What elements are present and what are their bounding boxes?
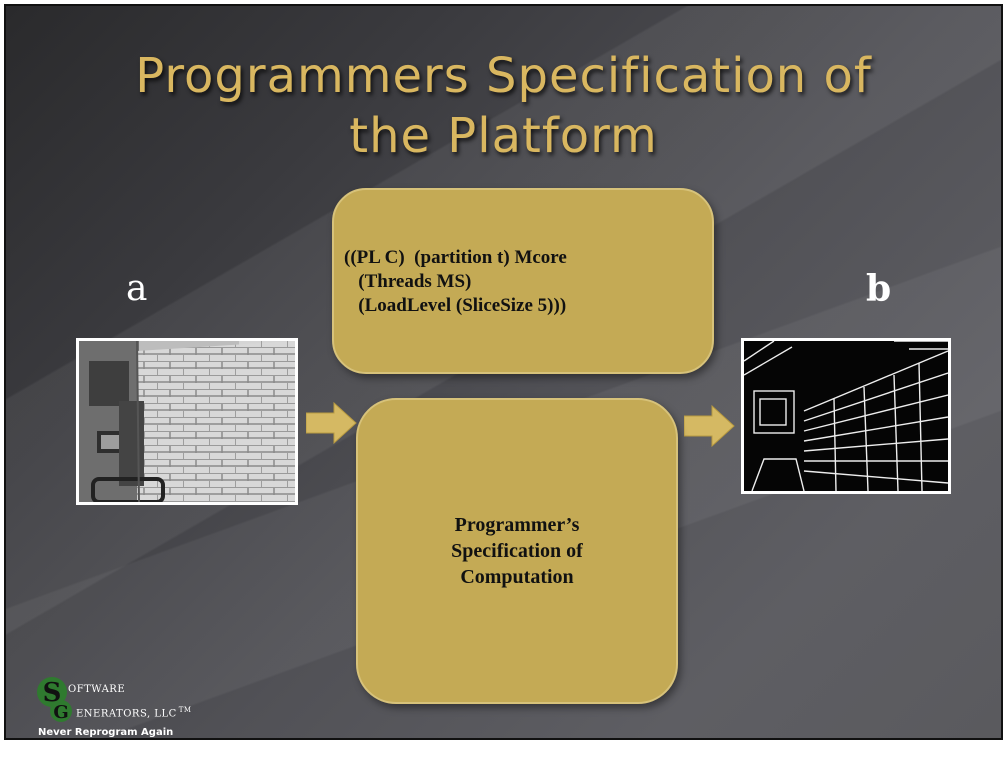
computation-line-3: Computation — [460, 566, 574, 588]
input-image — [76, 338, 298, 505]
edge-detected-photo — [744, 341, 948, 491]
platform-line-2: (Threads MS) — [344, 271, 472, 292]
platform-line-3: (LoadLevel (SliceSize 5))) — [344, 295, 567, 316]
logo-trademark: TM — [178, 706, 192, 714]
platform-line-1: ((PL C) (partition t) Mcore — [344, 247, 567, 268]
computation-line-1: Programmer’s — [454, 514, 580, 536]
slide-title: Programmers Specification of the Platfor… — [6, 46, 1001, 166]
computation-line-2: Specification of — [451, 540, 583, 562]
platform-specification-text: ((PL C) (partition t) Mcore (Threads MS)… — [344, 246, 567, 318]
output-image — [741, 338, 951, 494]
arrow-right-icon — [684, 404, 735, 448]
logo-name-line-2-text: ENERATORS, LLC — [76, 708, 177, 720]
slide: Programmers Specification of the Platfor… — [4, 4, 1003, 740]
computation-specification-box: Programmer’s Specification of Computatio… — [356, 398, 678, 704]
title-line-2: the Platform — [349, 108, 658, 164]
logo-tagline: Never Reprogram Again — [38, 727, 174, 738]
output-label: b — [866, 268, 892, 310]
platform-specification-box: ((PL C) (partition t) Mcore (Threads MS)… — [332, 188, 714, 374]
logo-s-icon: S — [37, 677, 67, 708]
logo-g-icon: G — [50, 700, 72, 723]
svg-text:S: S — [43, 678, 62, 708]
computation-specification-text: Programmer’s Specification of Computatio… — [451, 512, 583, 590]
input-label: a — [126, 268, 148, 309]
svg-text:G: G — [53, 702, 68, 723]
title-line-1: Programmers Specification of — [135, 48, 872, 104]
brick-wall-photo — [79, 341, 295, 502]
logo-name-line-1: OFTWARE — [68, 684, 126, 695]
arrow-right-icon — [306, 401, 357, 445]
